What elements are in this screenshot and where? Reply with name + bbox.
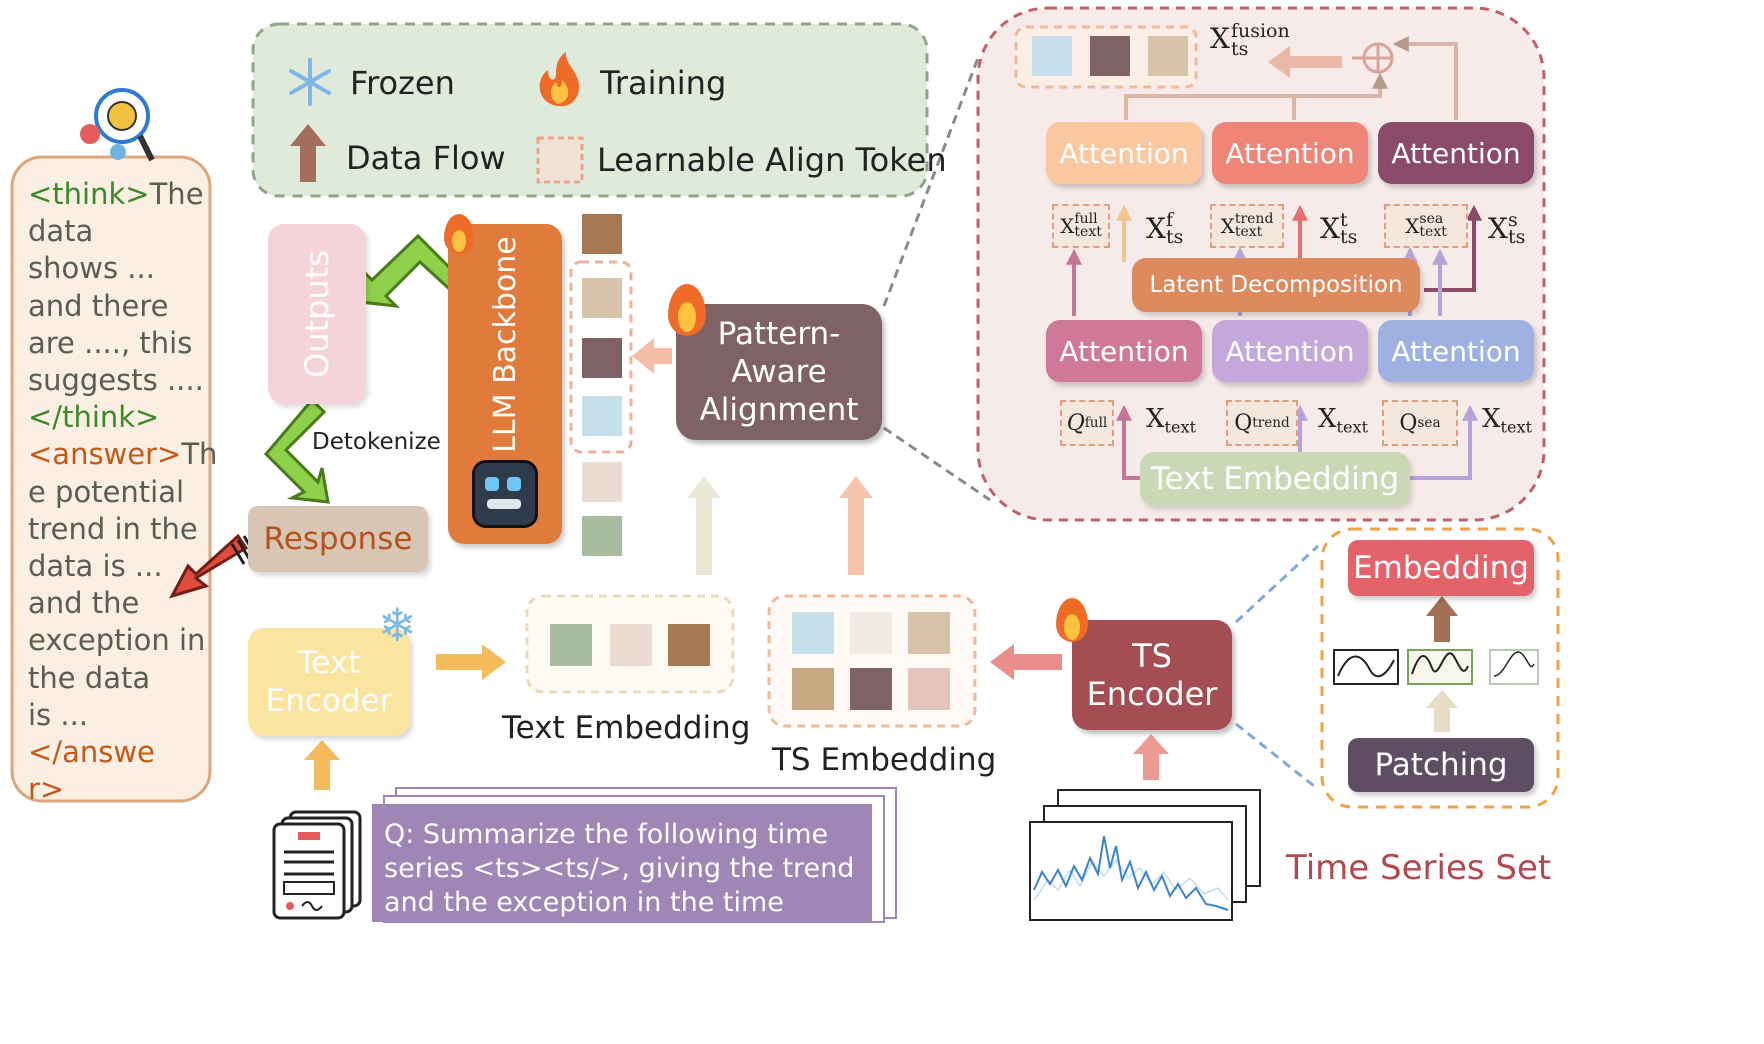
- attention-block-full-out: Attention: [1046, 122, 1202, 184]
- ts-set-panel: [1320, 527, 1560, 809]
- token-square: [582, 516, 622, 556]
- ts-embedding-square: [908, 668, 950, 710]
- ts-encoder-box: TS Encoder: [1072, 620, 1232, 730]
- llm-backbone-box: LLM Backbone: [448, 224, 562, 544]
- fire-icon: [1052, 590, 1094, 644]
- ts-embedding-square: [792, 612, 834, 654]
- align-token-square: [582, 338, 622, 378]
- text-encoder-box: Text Encoder: [248, 628, 410, 736]
- x-text-label-full: Xtext: [1146, 404, 1197, 437]
- llm-backbone-label: LLM Backbone: [487, 235, 523, 453]
- fire-icon: [440, 206, 480, 256]
- legend-training-label: Training: [600, 64, 727, 102]
- snowflake-icon: [289, 58, 331, 106]
- fire-icon: [664, 276, 712, 338]
- reasoning-text: <think>The data shows ... and there are …: [28, 177, 218, 807]
- think-close-tag: </think>: [28, 400, 160, 435]
- attention-block-trend-out: Attention: [1212, 122, 1368, 184]
- fused-token-square: [1032, 36, 1072, 76]
- pattern-aware-alignment-box: Pattern- Aware Alignment: [676, 304, 882, 440]
- legend-data-flow-label: Data Flow: [346, 139, 506, 177]
- legend-align-token-label: Learnable Align Token: [597, 141, 947, 179]
- reasoning-panel: [10, 155, 212, 803]
- patching-box: Patching: [1348, 738, 1534, 792]
- align-token-square: [582, 396, 622, 436]
- text-embedding-square: [668, 624, 710, 666]
- query-card: Q: Summarize the following time series <…: [372, 804, 872, 952]
- response-label: Response: [263, 521, 413, 557]
- response-box: Response: [248, 506, 428, 572]
- detail-text-embedding-box: Text Embedding: [1140, 452, 1410, 506]
- attention-block-seasonal-out: Attention: [1378, 122, 1534, 184]
- text-embedding-label: Text Embedding: [502, 710, 751, 746]
- ts-embedding-label: TS Embedding: [772, 742, 997, 778]
- ts-embedding-square: [850, 612, 892, 654]
- fused-token-square: [1148, 36, 1188, 76]
- robot-icon: [472, 460, 538, 528]
- x-text-label-sea: Xtext: [1482, 404, 1533, 437]
- token-square: [582, 462, 622, 502]
- ts-embedding-square: [908, 612, 950, 654]
- attention-block-trend-in: Attention: [1212, 320, 1368, 382]
- outputs-box: Outputs: [268, 224, 366, 404]
- attention-block-full-in: Attention: [1046, 320, 1202, 382]
- attention-block-seasonal-in: Attention: [1378, 320, 1534, 382]
- answer-open-tag: <answer>: [28, 437, 182, 472]
- answer-close-tag: </answe: [28, 735, 155, 770]
- detokenize-label: Detokenize: [312, 429, 441, 455]
- align-token-square: [582, 278, 622, 318]
- text-embedding-square: [550, 624, 592, 666]
- outputs-label: Outputs: [298, 250, 337, 378]
- embedding-box: Embedding: [1348, 540, 1534, 596]
- time-series-set-label: Time Series Set: [1286, 848, 1552, 888]
- latent-decomposition-box: Latent Decomposition: [1132, 258, 1420, 312]
- token-square: [582, 214, 622, 254]
- x-text-label-trend: Xtext: [1318, 404, 1369, 437]
- ts-embedding-square: [850, 668, 892, 710]
- query-text: Q: Summarize the following time series <…: [384, 819, 855, 952]
- fused-token-square: [1090, 36, 1130, 76]
- snowflake-icon: ❄: [378, 598, 417, 652]
- legend-panel: [251, 22, 929, 198]
- legend-frozen-label: Frozen: [350, 64, 455, 102]
- ts-embedding-square: [792, 668, 834, 710]
- text-embedding-square: [610, 624, 652, 666]
- think-open-tag: <think>: [28, 177, 150, 211]
